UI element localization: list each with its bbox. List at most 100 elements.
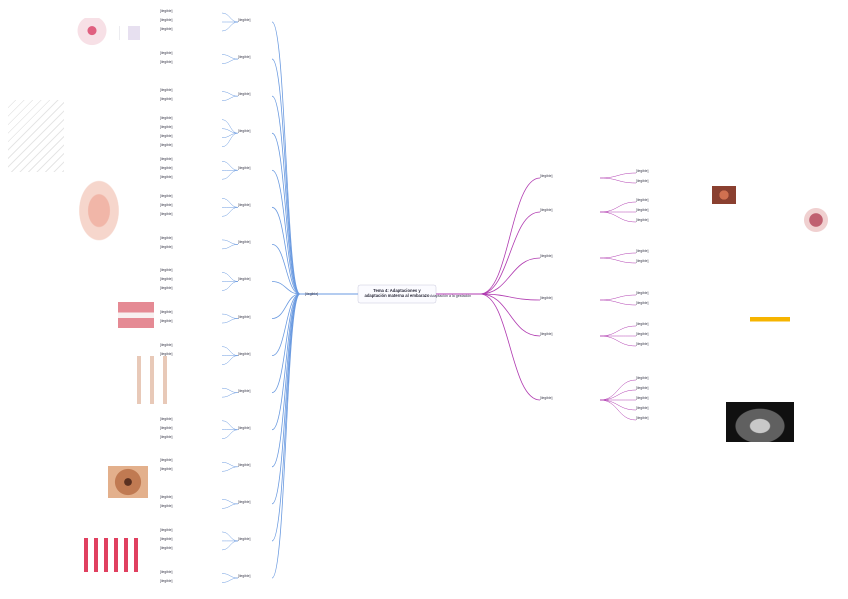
left-branch-label[interactable]: [ilegible] — [305, 292, 319, 296]
left-leaf-note: [ilegible] — [160, 545, 173, 550]
skin-photo-thumb — [108, 466, 148, 498]
left-node-label[interactable]: [ilegible] — [238, 240, 251, 245]
microscopy-thumb — [78, 538, 138, 572]
logo-diagram-thumb — [110, 26, 140, 40]
right-leaf-line — [599, 379, 637, 401]
right-leaf-note: [ilegible] — [636, 332, 649, 336]
left-node-label[interactable]: [ilegible] — [238, 55, 251, 60]
left-branch-line — [271, 206, 301, 295]
left-leaf-line — [221, 198, 239, 208]
right-node-label[interactable]: [ilegible] — [540, 396, 553, 400]
left-leaf-note: [ilegible] — [160, 351, 173, 356]
left-branch-line — [271, 293, 301, 542]
left-branch-line — [271, 58, 301, 295]
right-leaf-note: [ilegible] — [636, 342, 649, 346]
left-branch-line — [271, 293, 301, 431]
left-branch-line — [271, 132, 301, 295]
left-node-label[interactable]: [ilegible] — [238, 388, 251, 393]
left-leaf-line — [221, 531, 239, 542]
left-node-label[interactable]: [ilegible] — [238, 462, 251, 467]
left-leaf-note: [ilegible] — [160, 175, 173, 180]
right-leaf-line — [599, 335, 637, 347]
right-node-label[interactable]: [ilegible] — [540, 332, 553, 336]
left-leaf-line — [221, 318, 239, 324]
right-branch-line — [479, 257, 541, 295]
right-node-label[interactable]: [ilegible] — [540, 254, 553, 258]
left-leaf-note: [ilegible] — [160, 18, 173, 22]
left-leaf-note: [ilegible] — [160, 268, 173, 273]
left-leaf-line — [221, 503, 239, 509]
left-leaf-line — [221, 244, 239, 250]
left-leaf-note: [ilegible] — [160, 286, 173, 291]
left-leaf-line — [221, 119, 239, 134]
left-leaf-note: [ilegible] — [160, 277, 173, 282]
left-leaf-line — [221, 132, 239, 147]
right-leaf-note: [ilegible] — [636, 322, 649, 326]
left-leaf-line — [221, 355, 239, 365]
left-leaf-line — [221, 387, 239, 393]
left-leaf-note: [ilegible] — [160, 166, 173, 171]
left-node-label[interactable]: [ilegible] — [238, 18, 251, 22]
left-leaf-note: [ilegible] — [160, 87, 173, 92]
left-leaf-note: [ilegible] — [160, 416, 173, 421]
left-leaf-note: [ilegible] — [160, 569, 173, 574]
sketch-illustrations-thumb — [8, 100, 64, 172]
posture-figures-thumb — [128, 356, 174, 404]
anatomy-diagram-thumb — [74, 18, 110, 46]
right-leaf-note: [ilegible] — [636, 416, 649, 420]
right-node-label[interactable]: [ilegible] — [540, 174, 553, 178]
right-branch-label[interactable]: Adaptación a la gestación — [430, 294, 472, 298]
left-leaf-line — [221, 499, 239, 505]
left-leaf-note: [ilegible] — [160, 27, 173, 31]
right-leaf-line — [599, 177, 637, 184]
left-node-label[interactable]: [ilegible] — [238, 574, 251, 578]
left-node-label[interactable]: [ilegible] — [238, 536, 251, 541]
central-topic[interactable]: Tema 4: Adaptaciones y adaptación matern… — [364, 288, 430, 298]
left-leaf-note: [ilegible] — [160, 115, 173, 120]
left-leaf-note: [ilegible] — [160, 9, 173, 13]
left-leaf-line — [221, 540, 239, 551]
left-leaf-line — [221, 346, 239, 356]
left-node-label[interactable]: [ilegible] — [238, 129, 251, 134]
left-leaf-note: [ilegible] — [160, 342, 173, 347]
right-leaf-note: [ilegible] — [636, 406, 649, 410]
left-branch-line — [271, 293, 301, 579]
right-leaf-line — [599, 399, 637, 421]
right-leaf-note: [ilegible] — [636, 259, 649, 263]
left-leaf-line — [221, 281, 239, 291]
right-branch-line — [479, 293, 541, 401]
left-leaf-note: [ilegible] — [160, 133, 173, 138]
left-node-label[interactable]: [ilegible] — [238, 314, 251, 319]
left-leaf-line — [221, 577, 239, 583]
right-leaf-note: [ilegible] — [636, 179, 649, 183]
left-branch-line — [271, 281, 301, 295]
right-leaf-line — [599, 399, 637, 411]
left-leaf-line — [221, 272, 239, 282]
left-leaf-note: [ilegible] — [160, 235, 173, 240]
left-leaf-note: [ilegible] — [160, 495, 173, 500]
left-leaf-line — [221, 161, 239, 171]
left-leaf-note: [ilegible] — [160, 578, 173, 583]
left-node-label[interactable]: [ilegible] — [238, 277, 251, 282]
right-branch-line — [479, 293, 541, 337]
right-node-label[interactable]: [ilegible] — [540, 208, 553, 212]
right-leaf-line — [599, 211, 637, 223]
left-leaf-note: [ilegible] — [160, 244, 173, 249]
left-leaf-note: [ilegible] — [160, 467, 173, 472]
right-leaf-line — [599, 294, 637, 301]
left-node-label[interactable]: [ilegible] — [238, 203, 251, 208]
left-branch-line — [271, 244, 301, 295]
right-node-label[interactable]: [ilegible] — [540, 296, 553, 300]
right-leaf-line — [599, 172, 637, 179]
left-node-label[interactable]: [ilegible] — [238, 425, 251, 430]
left-node-label[interactable]: [ilegible] — [238, 92, 251, 97]
right-leaf-note: [ilegible] — [636, 249, 649, 253]
uterus-illustration-thumb — [74, 180, 124, 248]
right-leaf-line — [599, 325, 637, 337]
left-node-label[interactable]: [ilegible] — [238, 166, 251, 171]
left-node-label[interactable]: [ilegible] — [238, 499, 251, 504]
left-node-label[interactable]: [ilegible] — [238, 351, 251, 356]
right-leaf-note: [ilegible] — [636, 396, 649, 400]
left-leaf-note: [ilegible] — [160, 212, 173, 217]
left-leaf-line — [221, 573, 239, 579]
